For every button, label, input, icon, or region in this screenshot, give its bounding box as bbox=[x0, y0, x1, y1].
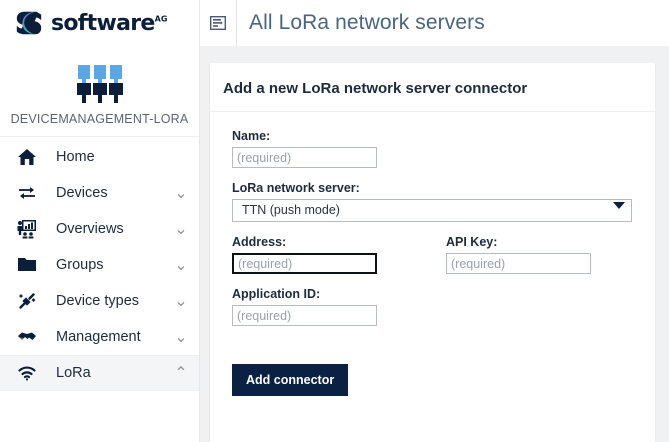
server-label: LoRa network server: bbox=[232, 181, 360, 195]
add-connector-button[interactable]: Add connector bbox=[232, 364, 349, 396]
brand-header[interactable]: softwareAG bbox=[0, 0, 199, 46]
chevron-icon bbox=[175, 151, 187, 163]
topbar-divider bbox=[236, 0, 237, 46]
add-connector-card: Add a new LoRa network server connector … bbox=[210, 63, 655, 442]
sidebar: softwareAG DEVICEMANAGEMENT-LORA bbox=[0, 0, 200, 442]
main-area: All LoRa network servers Add a new LoRa … bbox=[200, 0, 669, 442]
field-application-id: Application ID: bbox=[232, 287, 655, 326]
chevron-down-icon[interactable]: ⌄ bbox=[174, 256, 188, 274]
field-server: LoRa network server: TTN (push mode) bbox=[232, 181, 655, 222]
device-plugs-icon bbox=[76, 65, 123, 103]
field-name: Name: bbox=[232, 129, 655, 168]
transfer-icon bbox=[16, 182, 38, 204]
field-api-key: API Key: bbox=[446, 235, 591, 274]
sidebar-item-label: Management bbox=[56, 328, 141, 345]
sidebar-item-label: Overviews bbox=[56, 220, 124, 237]
sidebar-item-lora[interactable]: LoRa ⌃ bbox=[0, 355, 199, 391]
chevron-up-icon[interactable]: ⌃ bbox=[174, 365, 188, 382]
content-area: Add a new LoRa network server connector … bbox=[200, 46, 669, 442]
sidebar-item-overviews[interactable]: Overviews ⌄ bbox=[0, 211, 199, 247]
name-input[interactable] bbox=[232, 147, 377, 168]
folder-icon bbox=[16, 254, 38, 276]
brand-name: softwareAG bbox=[51, 10, 168, 36]
sidebar-item-groups[interactable]: Groups ⌄ bbox=[0, 247, 199, 283]
sidebar-item-label: LoRa bbox=[56, 365, 91, 381]
api-key-input[interactable] bbox=[446, 253, 591, 274]
page-title: All LoRa network servers bbox=[249, 11, 485, 34]
application-id-label: Application ID: bbox=[232, 287, 321, 301]
handshake-icon bbox=[16, 326, 38, 348]
chevron-down-icon[interactable]: ⌄ bbox=[174, 220, 188, 238]
app-identity: DEVICEMANAGEMENT-LORA bbox=[0, 46, 199, 137]
server-select[interactable]: TTN (push mode) bbox=[232, 199, 632, 222]
address-input[interactable] bbox=[232, 253, 377, 274]
chevron-down-icon[interactable]: ⌄ bbox=[174, 292, 188, 310]
chevron-down-icon[interactable]: ⌄ bbox=[174, 328, 188, 346]
top-bar: All LoRa network servers bbox=[200, 0, 669, 46]
field-address: Address: bbox=[232, 235, 446, 274]
plug-icon bbox=[16, 290, 38, 312]
sidebar-item-device-types[interactable]: Device types ⌄ bbox=[0, 283, 199, 319]
card-title: Add a new LoRa network server connector bbox=[210, 63, 655, 112]
app-name-label: DEVICEMANAGEMENT-LORA bbox=[10, 112, 189, 126]
card-body: Name: LoRa network server: TTN (push mod… bbox=[210, 112, 655, 396]
sidebar-item-label: Devices bbox=[56, 184, 108, 201]
sidebar-item-label: Device types bbox=[56, 292, 140, 309]
address-label: Address: bbox=[232, 235, 287, 249]
field-row-address-apikey: Address: API Key: bbox=[232, 235, 655, 274]
sidebar-nav: Home Devices ⌄ bbox=[0, 139, 199, 391]
sidebar-item-management[interactable]: Management ⌄ bbox=[0, 319, 199, 355]
name-label: Name: bbox=[232, 129, 271, 143]
brand-suffix: AG bbox=[154, 14, 168, 24]
server-select-wrapper: TTN (push mode) bbox=[232, 199, 632, 222]
presentation-icon bbox=[16, 218, 38, 240]
sidebar-item-label: Groups bbox=[56, 256, 104, 273]
chevron-down-icon[interactable]: ⌄ bbox=[174, 184, 188, 202]
sidebar-item-devices[interactable]: Devices ⌄ bbox=[0, 175, 199, 211]
collapse-list-icon[interactable] bbox=[208, 13, 228, 33]
brand-logo: softwareAG bbox=[14, 8, 167, 38]
sidebar-item-label: Home bbox=[56, 148, 95, 165]
wifi-icon bbox=[16, 362, 38, 384]
application-id-input[interactable] bbox=[232, 305, 377, 326]
sidebar-item-home[interactable]: Home bbox=[0, 139, 199, 175]
api-key-label: API Key: bbox=[446, 235, 498, 249]
home-icon bbox=[16, 146, 38, 168]
software-ag-s-logo-icon bbox=[16, 11, 42, 35]
